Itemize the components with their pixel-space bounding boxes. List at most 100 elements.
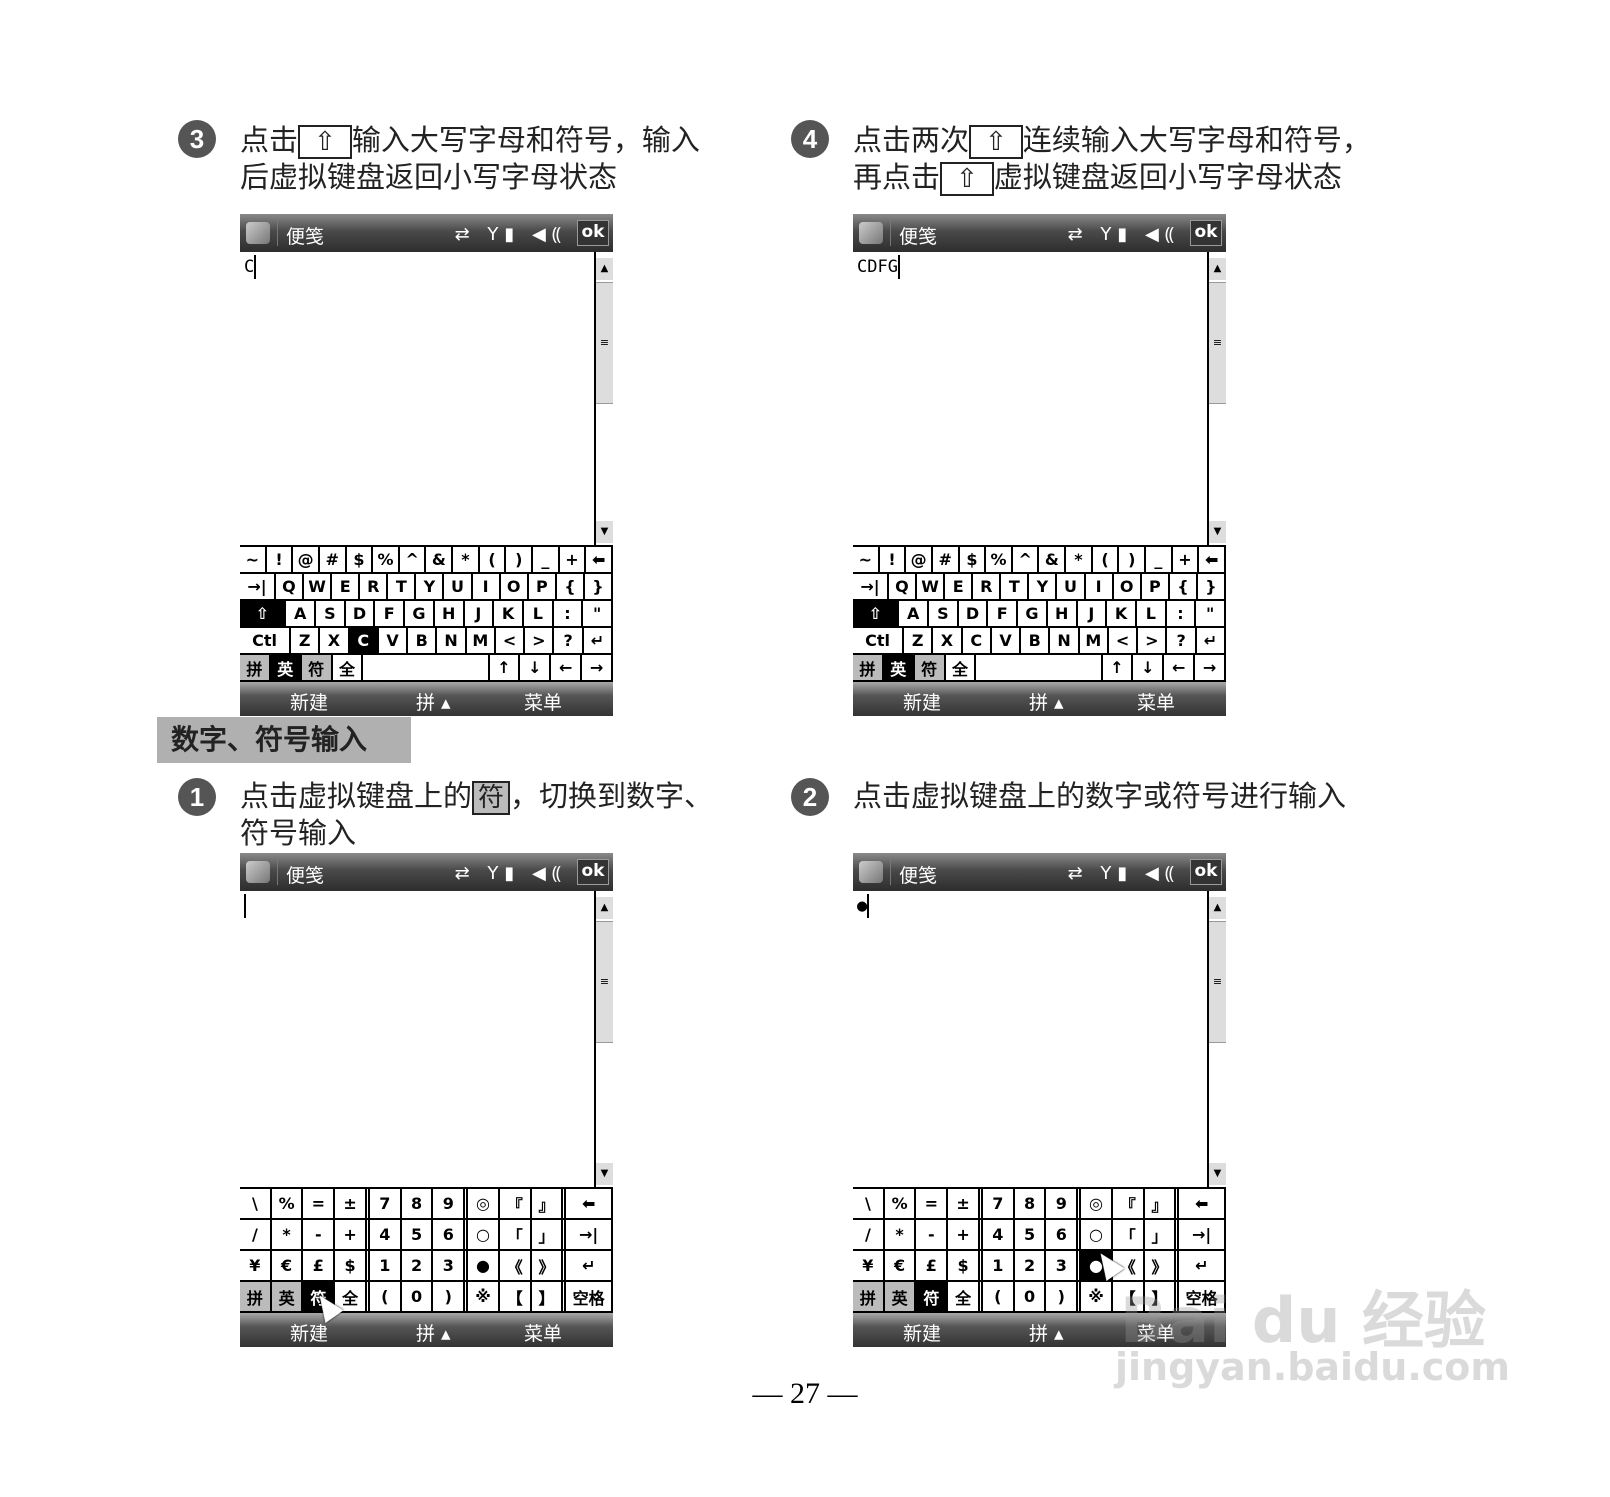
key-Ctl[interactable]: Ctl — [853, 628, 905, 653]
key-O[interactable]: O — [501, 574, 529, 599]
key-↑[interactable]: ↑ — [1103, 655, 1134, 680]
key-7[interactable]: 7 — [370, 1189, 402, 1218]
key-』[interactable]: 』 — [532, 1189, 567, 1218]
key-拼[interactable]: 拼 — [240, 655, 271, 680]
key-space[interactable] — [363, 655, 490, 680]
key-{[interactable]: { — [1170, 574, 1198, 599]
key-H[interactable]: H — [435, 601, 465, 626]
key->[interactable]: > — [525, 628, 555, 653]
key-「[interactable]: 「 — [1113, 1220, 1145, 1249]
key-/[interactable]: / — [240, 1220, 272, 1249]
key-9[interactable]: 9 — [1046, 1189, 1082, 1218]
key-V[interactable]: V — [379, 628, 409, 653]
key-符[interactable]: 符 — [916, 1282, 949, 1311]
key-↵[interactable]: ↵ — [1197, 628, 1226, 653]
key-空格[interactable]: 空格 — [1179, 1282, 1226, 1311]
key-B[interactable]: B — [408, 628, 438, 653]
key-X[interactable]: X — [933, 628, 963, 653]
key-G[interactable]: G — [1018, 601, 1048, 626]
key-?[interactable]: ? — [1167, 628, 1197, 653]
softkey-new[interactable]: 新建 — [290, 1323, 329, 1345]
key--[interactable]: - — [303, 1220, 336, 1249]
key-)[interactable]: ) — [433, 1282, 469, 1311]
softkey-menu[interactable]: 菜单 — [524, 692, 563, 714]
key-([interactable]: ( — [370, 1282, 402, 1311]
key-◎[interactable]: ◎ — [468, 1189, 500, 1218]
key-空格[interactable]: 空格 — [566, 1282, 613, 1311]
softkey-menu[interactable]: 菜单 — [1137, 692, 1176, 714]
key-2[interactable]: 2 — [402, 1251, 434, 1280]
key-shift[interactable]: ⇧ — [853, 601, 900, 626]
key-←[interactable]: ← — [1164, 655, 1196, 680]
key-5[interactable]: 5 — [402, 1220, 434, 1249]
key-符[interactable]: 符 — [301, 655, 333, 680]
scroll-up-button[interactable]: ▲ — [596, 258, 613, 280]
key-英[interactable]: 英 — [271, 1282, 304, 1311]
key-*[interactable]: * — [272, 1220, 304, 1249]
softkey-input-method[interactable]: 拼 ▴ — [1029, 1323, 1064, 1345]
key-4[interactable]: 4 — [983, 1220, 1015, 1249]
key-D[interactable]: D — [346, 601, 376, 626]
windows-start-icon[interactable] — [859, 861, 883, 883]
key-%[interactable]: % — [885, 1189, 917, 1218]
key-M[interactable]: M — [1080, 628, 1109, 653]
key-~[interactable]: ~ — [240, 547, 267, 572]
key-Y[interactable]: Y — [1029, 574, 1058, 599]
key-O[interactable]: O — [1114, 574, 1142, 599]
key-^[interactable]: ^ — [1013, 547, 1040, 572]
key-space[interactable] — [976, 655, 1103, 680]
key-I[interactable]: I — [1086, 574, 1114, 599]
key-*[interactable]: * — [885, 1220, 917, 1249]
key-=[interactable]: = — [303, 1189, 336, 1218]
key-?[interactable]: ? — [554, 628, 584, 653]
key-1[interactable]: 1 — [983, 1251, 1015, 1280]
key-1[interactable]: 1 — [370, 1251, 402, 1280]
key-<[interactable]: < — [496, 628, 526, 653]
key-全[interactable]: 全 — [333, 655, 364, 680]
key-([interactable]: ( — [1093, 547, 1120, 572]
note-text-input[interactable]: C — [240, 252, 595, 545]
key-9[interactable]: 9 — [433, 1189, 469, 1218]
key-『[interactable]: 『 — [500, 1189, 532, 1218]
key-→|[interactable]: →| — [566, 1220, 613, 1249]
key-$[interactable]: $ — [335, 1251, 370, 1280]
key--[interactable]: - — [916, 1220, 949, 1249]
key-E[interactable]: E — [945, 574, 974, 599]
key-【[interactable]: 【 — [1113, 1282, 1145, 1311]
key-![interactable]: ! — [880, 547, 907, 572]
softkey-menu[interactable]: 菜单 — [1137, 1323, 1176, 1345]
key-Q[interactable]: Q — [889, 574, 918, 599]
key-】[interactable]: 】 — [532, 1282, 567, 1311]
key-N[interactable]: N — [1050, 628, 1080, 653]
note-text-input[interactable]: ● — [853, 891, 1208, 1187]
key-3[interactable]: 3 — [1046, 1251, 1082, 1280]
key-shift[interactable]: ⇧ — [240, 601, 287, 626]
key-A[interactable]: A — [286, 601, 317, 626]
scroll-up-button[interactable]: ▲ — [1209, 258, 1226, 280]
key-3[interactable]: 3 — [433, 1251, 469, 1280]
scroll-thumb[interactable]: ≡ — [1209, 921, 1226, 1043]
key-T[interactable]: T — [1001, 574, 1030, 599]
windows-start-icon[interactable] — [246, 861, 270, 883]
softkey-input-method[interactable]: 拼 ▴ — [416, 1323, 451, 1345]
key-S[interactable]: S — [929, 601, 959, 626]
key-】[interactable]: 】 — [1145, 1282, 1180, 1311]
key-$[interactable]: $ — [948, 1251, 983, 1280]
key-![interactable]: ! — [267, 547, 294, 572]
key-●[interactable]: ● — [468, 1251, 500, 1280]
key-^[interactable]: ^ — [400, 547, 427, 572]
ok-button[interactable]: ok — [1190, 859, 1222, 885]
key-Z[interactable]: Z — [291, 628, 321, 653]
scroll-down-button[interactable]: ▼ — [1209, 1163, 1226, 1185]
key-W[interactable]: W — [917, 574, 946, 599]
key-±[interactable]: ± — [948, 1189, 983, 1218]
key-○[interactable]: ○ — [468, 1220, 500, 1249]
key-5[interactable]: 5 — [1015, 1220, 1047, 1249]
key-↓[interactable]: ↓ — [1133, 655, 1165, 680]
key-拼[interactable]: 拼 — [853, 1282, 885, 1311]
key-#[interactable]: # — [320, 547, 347, 572]
key-)[interactable]: ) — [506, 547, 534, 572]
key-》[interactable]: 》 — [532, 1251, 567, 1280]
key-Z[interactable]: Z — [904, 628, 934, 653]
key-○[interactable]: ○ — [1081, 1220, 1113, 1249]
